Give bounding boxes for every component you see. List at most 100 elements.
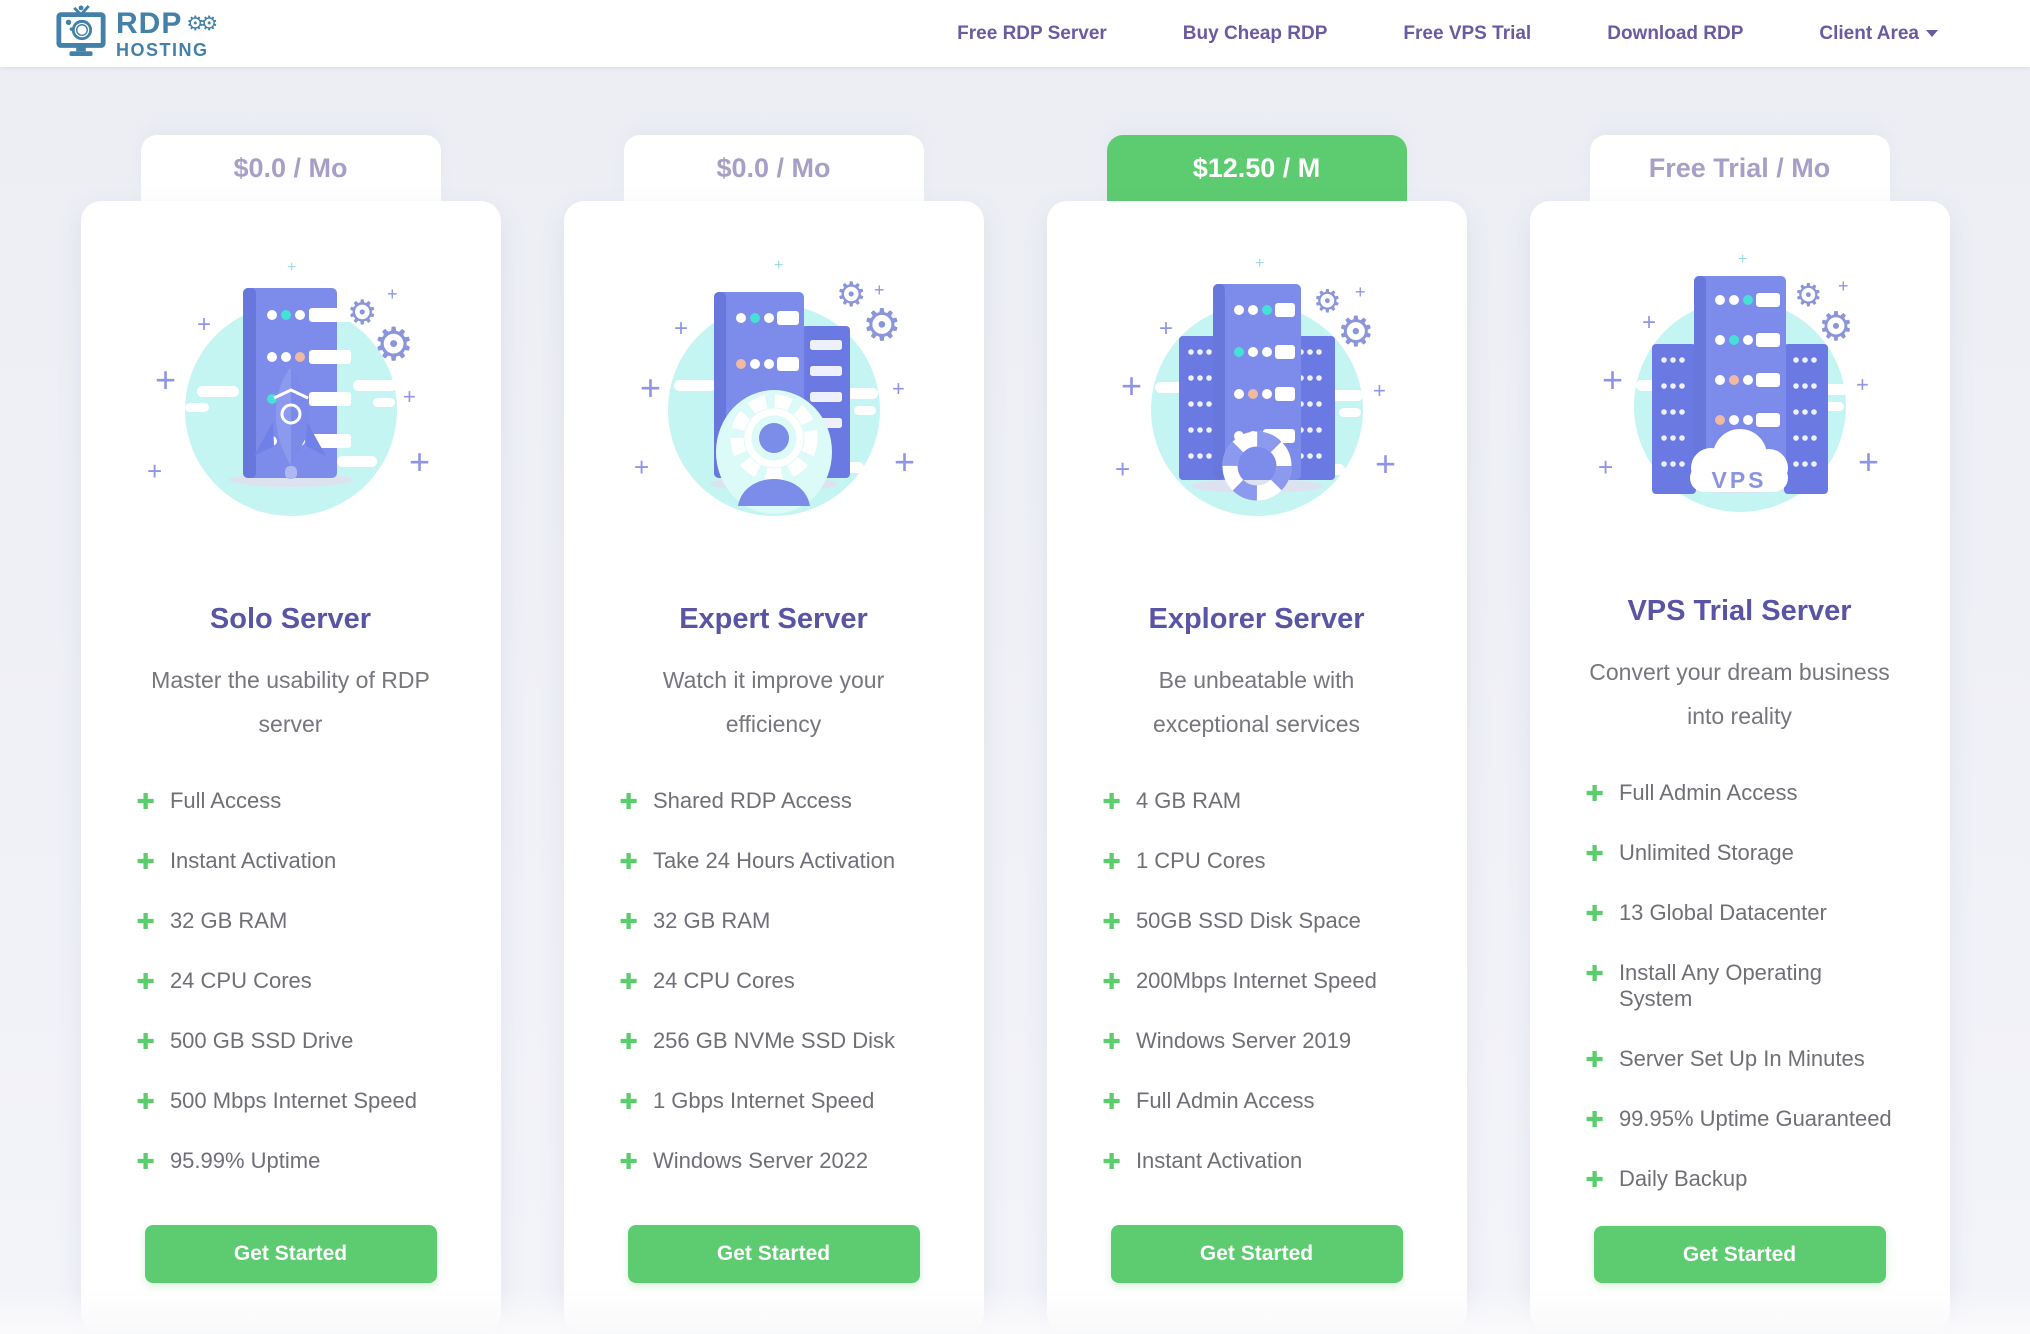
feature-item: ✚4 GB RAM (1102, 788, 1242, 815)
plus-icon: ✚ (1585, 1168, 1604, 1194)
feature-item: ✚Install Any Operating System (1585, 960, 1822, 1012)
price-label: $12.50 / M (1192, 152, 1321, 183)
svg-text:+: + (197, 311, 211, 338)
feature-item: ✚500 GB SSD Drive (136, 1028, 354, 1055)
svg-text:+: + (1602, 359, 1623, 400)
nav-free-rdp-server[interactable]: Free RDP Server (957, 22, 1107, 44)
plus-icon: ✚ (619, 790, 638, 815)
plus-icon: ✚ (136, 1150, 155, 1175)
plus-icon: ✚ (619, 970, 638, 995)
nav-client-area[interactable]: Client Area (1819, 23, 1938, 45)
plus-icon: ✚ (136, 970, 155, 995)
svg-text:⚙: ⚙ (347, 294, 377, 332)
feature-item: ✚Shared RDP Access (619, 788, 852, 815)
plus-icon: ✚ (1585, 902, 1604, 928)
pricing-card-vps-trial: Free Trial / Mo (1529, 135, 1950, 1333)
feature-item: ✚200Mbps Internet Speed (1102, 968, 1377, 995)
plan-name: Solo Server (209, 603, 372, 635)
feature-item: ✚24 CPU Cores (619, 968, 795, 995)
get-started-button[interactable]: Get Started (144, 1225, 437, 1283)
plus-icon: ✚ (619, 910, 638, 935)
nav-buy-cheap-rdp[interactable]: Buy Cheap RDP (1182, 22, 1328, 44)
feature-item: ✚1 Gbps Internet Speed (619, 1088, 875, 1115)
server-person-gear-illustration: ⚙ ⚙ + + + + + + + (620, 229, 928, 551)
server-rocket-illustration: ⚙ ⚙ + + + + + + + (137, 229, 445, 551)
get-started-button[interactable]: Get Started (1593, 1226, 1886, 1283)
svg-text:+: + (892, 376, 905, 401)
plus-icon: ✚ (619, 850, 638, 875)
plus-icon: ✚ (619, 1030, 638, 1055)
plus-icon: ✚ (1102, 850, 1121, 875)
plus-icon: ✚ (136, 1090, 155, 1115)
feature-item: ✚95.99% Uptime (136, 1148, 321, 1175)
svg-text:+: + (1738, 251, 1747, 268)
feature-item: ✚Windows Server 2019 (1102, 1028, 1352, 1055)
main-menu: Free RDP Server Buy Cheap RDP Free VPS T… (957, 23, 1938, 45)
svg-text:⚙: ⚙ (1337, 308, 1375, 355)
svg-text:+: + (287, 259, 296, 276)
svg-text:+: + (894, 441, 915, 482)
brand-logo[interactable]: RDP ⚙⚙ HOSTING (55, 5, 218, 62)
svg-text:+: + (387, 284, 398, 304)
plus-icon: ✚ (1102, 970, 1121, 995)
get-started-button[interactable]: Get Started (1110, 1225, 1403, 1283)
feature-item: ✚Full Admin Access (1585, 780, 1798, 808)
plus-icon: ✚ (136, 1030, 155, 1055)
feature-list: ✚Full Access ✚Instant Activation ✚32 GB … (137, 788, 445, 1208)
feature-item: ✚13 Global Datacenter (1585, 900, 1827, 928)
price-tab: $0.0 / Mo (140, 135, 441, 201)
price-tab: Free Trial / Mo (1589, 135, 1890, 201)
plan-tagline: Master the usability of RDP server (151, 667, 430, 737)
feature-item: ✚500 Mbps Internet Speed (136, 1088, 418, 1115)
feature-item: ✚24 CPU Cores (136, 968, 312, 995)
feature-item: ✚Instant Activation (1102, 1148, 1303, 1175)
server-vps-cloud-illustration: ⚙ ⚙ VPS + + + + + + + (1586, 229, 1894, 543)
feature-item: ✚256 GB NVMe SSD Disk (619, 1028, 896, 1055)
svg-text:⚙: ⚙ (1794, 277, 1823, 313)
svg-text:⚙: ⚙ (1818, 305, 1854, 349)
svg-text:+: + (1255, 255, 1264, 272)
feature-item: ✚Full Access (136, 788, 282, 815)
svg-text:⚙: ⚙ (862, 301, 901, 350)
chevron-down-icon (1926, 29, 1938, 37)
plus-icon: ✚ (1102, 1150, 1121, 1175)
svg-text:+: + (1642, 309, 1656, 336)
svg-text:+: + (634, 452, 649, 482)
svg-text:+: + (409, 441, 430, 482)
plan-tagline: Be unbeatable with exceptional services (1152, 667, 1361, 737)
nav-download-rdp[interactable]: Download RDP (1607, 22, 1744, 44)
svg-text:⚙: ⚙ (836, 276, 866, 314)
feature-item: ✚32 GB RAM (619, 908, 771, 935)
plus-icon: ✚ (136, 850, 155, 875)
plus-icon: ✚ (1585, 782, 1604, 808)
plus-icon: ✚ (619, 1090, 638, 1115)
feature-item: ✚Windows Server 2022 (619, 1148, 869, 1175)
pricing-section: $0.0 / Mo (0, 67, 2030, 1333)
svg-text:+: + (1159, 315, 1173, 342)
pricing-card-expert: $0.0 / Mo (563, 135, 984, 1333)
pricing-card-explorer: $12.50 / M (1046, 135, 1467, 1333)
plan-name: Explorer Server (1148, 603, 1365, 635)
brand-line2: HOSTING (116, 39, 209, 60)
plus-icon: ✚ (1102, 910, 1121, 935)
feature-list: ✚Shared RDP Access ✚Take 24 Hours Activa… (620, 788, 928, 1208)
nav-free-vps-trial[interactable]: Free VPS Trial (1403, 22, 1532, 44)
svg-text:+: + (1115, 454, 1130, 484)
price-tab: $0.0 / Mo (623, 135, 924, 201)
feature-item: ✚99.95% Uptime Guaranteed (1585, 1106, 1892, 1134)
feature-item: ✚Daily Backup (1585, 1166, 1748, 1194)
brand-line1: RDP (116, 6, 183, 40)
get-started-button[interactable]: Get Started (627, 1225, 920, 1283)
plus-icon: ✚ (136, 910, 155, 935)
plus-icon: ✚ (1102, 1090, 1121, 1115)
price-label: $0.0 / Mo (716, 152, 831, 183)
svg-text:+: + (1856, 372, 1869, 397)
plus-icon: ✚ (1102, 1030, 1121, 1055)
brand-wordmark: RDP ⚙⚙ HOSTING (116, 6, 218, 60)
plan-tagline: Convert your dream business into reality (1589, 659, 1890, 730)
svg-text:+: + (1598, 452, 1613, 482)
plus-icon: ✚ (619, 1150, 638, 1175)
plus-icon: ✚ (1102, 790, 1121, 815)
feature-item: ✚Full Admin Access (1102, 1088, 1315, 1115)
svg-text:+: + (774, 257, 783, 274)
